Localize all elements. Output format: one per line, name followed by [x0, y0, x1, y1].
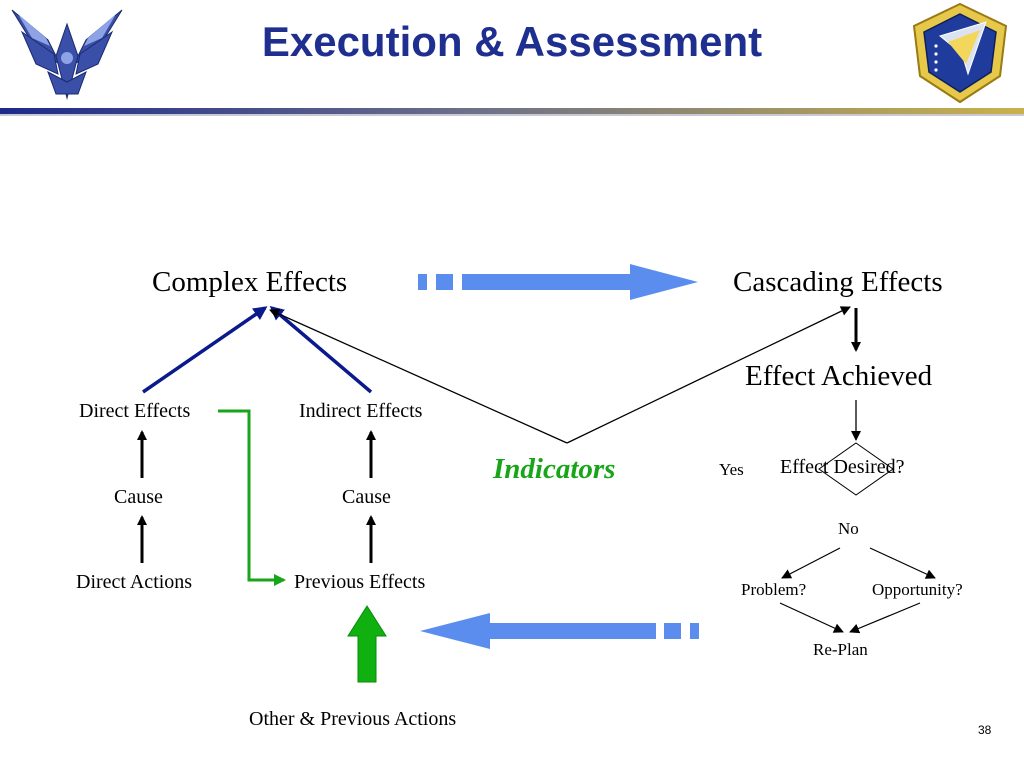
re-plan-label: Re-Plan	[813, 640, 868, 659]
direct-effects-label: Direct Effects	[79, 400, 191, 422]
to-problem-arrow	[781, 547, 841, 579]
slide-title: Execution & Assessment	[261, 18, 763, 65]
direct-to-complex-arrow	[142, 306, 268, 394]
effect-desired-label: Effect Desired?	[780, 456, 905, 478]
indirect-effects-label: Indirect Effects	[299, 400, 423, 422]
indicator-line-left	[269, 309, 568, 444]
effect-achieved-label: Effect Achieved	[745, 360, 933, 392]
indicator-line-right	[566, 306, 851, 444]
cause-left-label: Cause	[114, 486, 163, 508]
to-opportunity-arrow	[869, 547, 936, 579]
complex-effects-label: Complex Effects	[152, 266, 348, 298]
air-force-wings-logo-icon	[11, 9, 123, 100]
page-number: 38	[978, 723, 992, 737]
cascading-effects-label: Cascading Effects	[733, 266, 943, 298]
indirect-to-complex-arrow	[269, 306, 373, 394]
opportunity-label: Opportunity?	[872, 580, 963, 599]
problem-label: Problem?	[741, 580, 807, 599]
other-actions-up-arrow	[347, 605, 387, 683]
cause-right-label: Cause	[342, 486, 391, 508]
header-divider-bar	[0, 108, 1024, 116]
previous-effects-label: Previous Effects	[294, 571, 426, 593]
indicators-label: Indicators	[493, 453, 616, 485]
no-label: No	[838, 519, 859, 538]
effect-desired-diamond	[818, 442, 894, 496]
opportunity-to-replan-arrow	[849, 602, 921, 634]
feedback-arrow	[420, 613, 699, 649]
problem-to-replan-arrow	[779, 602, 844, 633]
air-force-research-laboratory-seal-icon	[912, 2, 1008, 104]
forward-progress-arrow	[418, 264, 698, 300]
yes-label: Yes	[719, 460, 744, 479]
other-previous-actions-label: Other & Previous Actions	[249, 708, 457, 730]
direct-to-previous-effects-connector	[218, 409, 286, 586]
direct-actions-label: Direct Actions	[76, 571, 193, 593]
